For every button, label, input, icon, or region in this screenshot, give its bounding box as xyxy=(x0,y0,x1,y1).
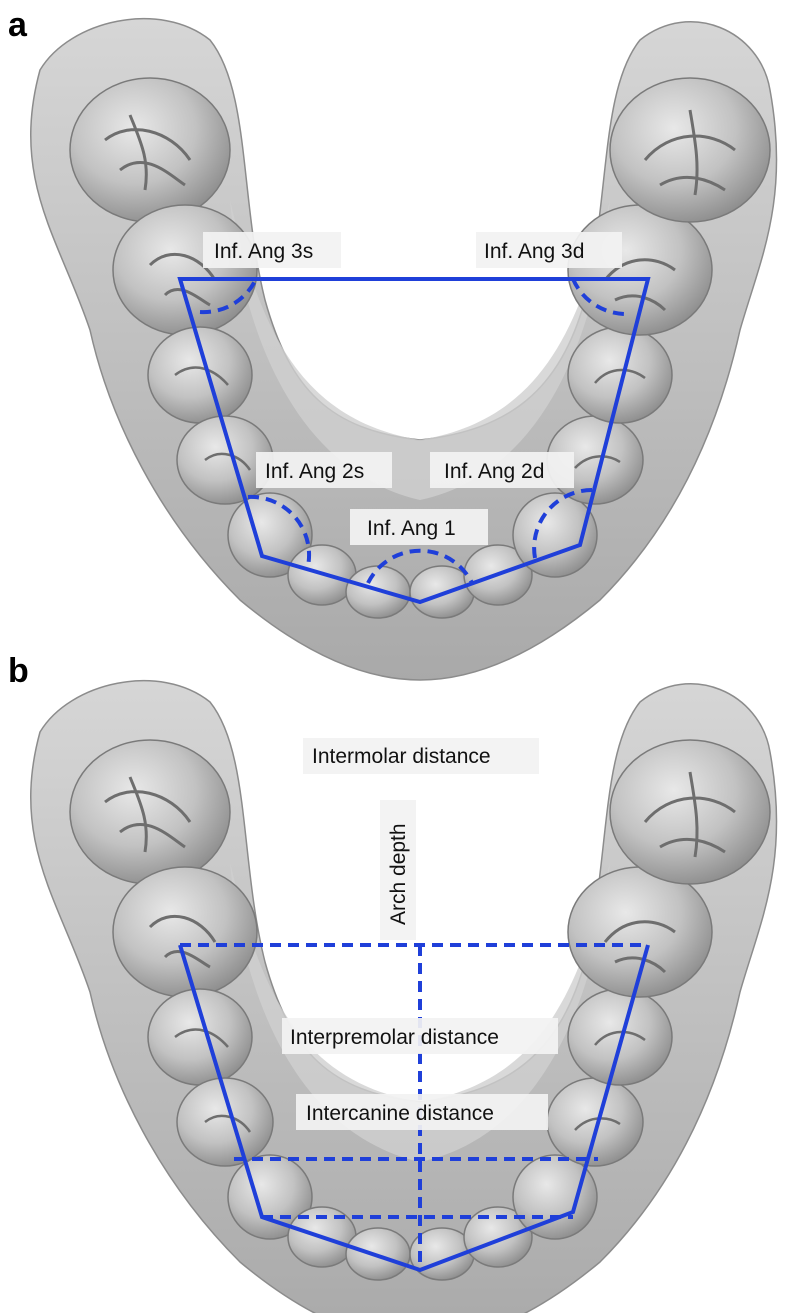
label-ang2s: Inf. Ang 2s xyxy=(265,460,364,483)
label-bg-ang3s xyxy=(203,232,341,268)
label-intercanine: Intercanine distance xyxy=(306,1102,494,1125)
label-intermolar: Intermolar distance xyxy=(312,745,491,768)
label-ang1: Inf. Ang 1 xyxy=(367,517,456,540)
angle-arc-1 xyxy=(366,548,474,584)
label-interpremolar: Interpremolar distance xyxy=(290,1026,499,1049)
label-arch-depth: Arch depth xyxy=(387,823,410,925)
label-bg-interpremolar xyxy=(282,1018,558,1054)
angle-arc-2s xyxy=(247,494,312,567)
panel-a-letter: a xyxy=(8,6,28,44)
angle-arc-3d xyxy=(571,278,627,316)
angle-arc-3s xyxy=(199,278,258,315)
panel-b-letter: b xyxy=(8,652,29,690)
label-bg-ang2s xyxy=(256,452,392,488)
label-ang2d: Inf. Ang 2d xyxy=(444,460,544,483)
label-bg-ang3d xyxy=(476,232,622,268)
panel-b: b Intermolar distance Arch depth Interpr… xyxy=(8,652,779,1313)
arch-polygon-a xyxy=(177,277,651,605)
label-bg-intercanine xyxy=(296,1094,548,1130)
dental-cast-image-b xyxy=(29,679,779,1313)
label-ang3d: Inf. Ang 3d xyxy=(484,240,584,263)
label-bg-arch-depth xyxy=(380,800,416,940)
label-bg-ang1 xyxy=(350,509,488,545)
label-bg-intermolar xyxy=(303,738,539,774)
label-bg-ang2d xyxy=(430,452,574,488)
label-ang3s: Inf. Ang 3s xyxy=(214,240,313,263)
panel-a: a Inf. Ang 3s Inf. Ang 3d Inf. Ang 2s In… xyxy=(8,6,779,682)
dental-cast-image-a xyxy=(29,17,779,682)
